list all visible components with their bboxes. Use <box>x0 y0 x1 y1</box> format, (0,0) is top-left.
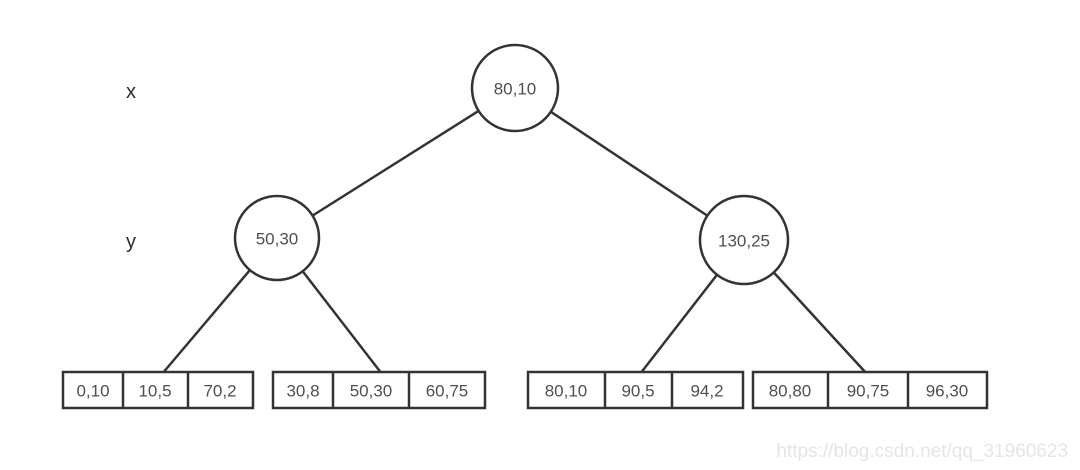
leaf-cell-value: 80,80 <box>769 382 812 401</box>
axis-label-y: y <box>126 231 136 253</box>
leaf-cell-value: 10,5 <box>138 382 171 401</box>
leaf-cell-value: 0,10 <box>76 382 109 401</box>
leaf-box-2-border <box>271 370 487 410</box>
right-node-circle <box>698 194 790 286</box>
leaf-cell-value: 70,2 <box>203 382 236 401</box>
tree-node-left: 50,30 <box>233 194 321 282</box>
watermark-text: https://blog.csdn.net/qq_31960623 <box>776 441 1068 462</box>
leaf-cell-value: 60,75 <box>426 382 469 401</box>
leaf-box-4: 80,80 90,75 96,30 <box>751 370 989 410</box>
left-node-label: 50,30 <box>256 230 299 249</box>
leaf-cell-value: 90,75 <box>847 382 890 401</box>
left-node-circle <box>233 194 321 282</box>
leaf-cell-value: 80,10 <box>545 382 588 401</box>
tree-node-root: 80,10 <box>470 43 560 133</box>
leaf-cell-value: 96,30 <box>926 382 969 401</box>
leaf-box-4-border <box>751 370 989 410</box>
leaf-box-1-border <box>61 370 255 410</box>
leaf-cell-value: 30,8 <box>286 382 319 401</box>
tree-node-right: 130,25 <box>698 194 790 286</box>
leaf-box-1: 0,10 10,5 70,2 <box>61 370 255 410</box>
leaf-box-3: 80,10 90,5 94,2 <box>526 370 745 410</box>
edge-root-right <box>514 86 745 242</box>
leaf-box-2: 30,8 50,30 60,75 <box>271 370 487 410</box>
root-node-label: 80,10 <box>494 80 537 99</box>
leaf-cell-value: 94,2 <box>690 382 723 401</box>
axis-label-x: x <box>126 81 136 103</box>
leaf-cell-value: 50,30 <box>350 382 393 401</box>
right-node-label: 130,25 <box>718 232 770 251</box>
edge-root-left <box>276 86 516 240</box>
leaf-cell-value: 90,5 <box>621 382 654 401</box>
root-node-circle <box>470 43 560 133</box>
leaf-box-3-border <box>526 370 745 410</box>
